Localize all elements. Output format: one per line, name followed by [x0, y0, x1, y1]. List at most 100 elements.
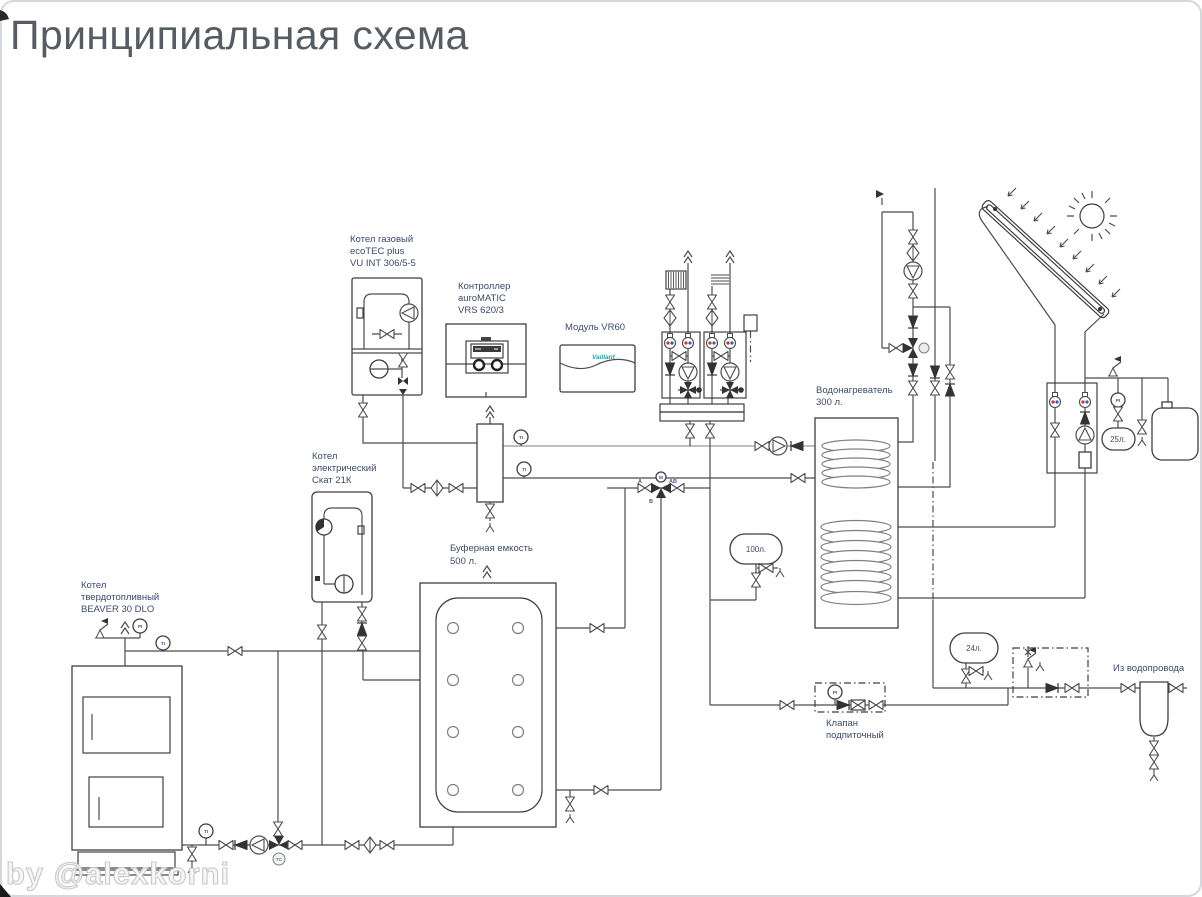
water-heater-label: 300 л. — [816, 397, 843, 408]
filter-icon — [705, 309, 719, 327]
pump-group-box — [703, 331, 747, 399]
solar-pump-station: PI 25л. — [1046, 355, 1199, 474]
valve-icon — [1148, 754, 1160, 770]
sun-rays-arrows — [1007, 187, 1121, 298]
air-vent-arrows-icon — [485, 405, 495, 419]
svg-text:TI: TI — [522, 467, 527, 473]
solid-boiler-door-lower — [88, 776, 164, 828]
valve-icon — [410, 482, 426, 494]
temperature-gauge-icon — [198, 823, 214, 839]
makeup-valve-label: Клапан — [826, 718, 858, 729]
sensor-module-box — [743, 314, 758, 332]
valve-icon — [1168, 682, 1184, 694]
makeup-valve-group: PI Клапан подпиточный — [779, 682, 886, 741]
valve-icon — [907, 380, 919, 396]
valve-icon — [907, 229, 919, 245]
radiator-icon — [665, 270, 687, 290]
controller-label: VRS 620/3 — [458, 305, 504, 316]
valve-icon — [272, 821, 284, 837]
motor-actuator-icon — [655, 471, 667, 483]
controller-tab — [481, 337, 491, 341]
vr60-body — [559, 344, 636, 393]
pipes-right — [710, 188, 1187, 772]
three-way-valve-icon — [269, 836, 289, 850]
expansion-tank-body — [949, 632, 999, 664]
valve-icon — [754, 440, 770, 452]
valve-icon — [790, 472, 806, 484]
valve-icon — [779, 699, 795, 711]
solid-boiler-base — [77, 851, 176, 869]
buffer-tank-inner — [435, 597, 543, 813]
flow-meter-icon — [663, 332, 677, 350]
makeup-valve-border — [814, 682, 886, 713]
manifold-bar — [659, 411, 745, 422]
svg-text:A: A — [638, 479, 642, 485]
mixer-actuator-icon — [738, 387, 744, 393]
check-valve-icon — [706, 362, 718, 376]
mixing-valve-group: M A AB B — [637, 471, 685, 505]
buffer-tank-label: 500 л. — [450, 556, 477, 567]
svg-text:AB: AB — [669, 479, 677, 485]
asterisk-mark — [1024, 646, 1032, 657]
expansion-tank-24: 24л. — [949, 632, 999, 684]
safety-group-border — [1012, 647, 1089, 698]
svg-text:25л.: 25л. — [1110, 435, 1126, 444]
valve-icon — [706, 294, 718, 310]
expansion-tank-25 — [1101, 427, 1136, 451]
electric-boiler-label: Скат 21К — [312, 475, 352, 486]
gas-boiler-sensor — [356, 307, 364, 319]
check-valve-icon — [356, 622, 368, 636]
floor-heating-icon — [711, 274, 729, 285]
dhw-charge-line — [754, 436, 806, 484]
filter-icon — [363, 836, 377, 854]
tank-port — [446, 673, 460, 687]
air-vent-icon — [876, 190, 884, 198]
temperature-gauge-icon — [155, 635, 171, 651]
safety-valve-icon — [94, 617, 109, 639]
controller-label: auroMATIC — [458, 293, 506, 304]
solid-boiler-label: твердотопливный — [81, 592, 159, 603]
pump-icon — [678, 362, 698, 382]
valve-icon — [356, 606, 368, 622]
valve-icon — [589, 622, 605, 634]
vaillant-logo: Vaillant — [592, 354, 616, 361]
vr60-label: Модуль VR60 — [565, 322, 625, 333]
check-valve-icon — [234, 839, 248, 851]
thermostat-head-icon — [918, 342, 930, 354]
air-vent-arrows-icon — [482, 565, 492, 579]
valve-icon — [704, 423, 716, 439]
svg-text:B: B — [649, 499, 653, 505]
mixer-valve-icon — [722, 382, 738, 398]
valve-icon — [564, 796, 576, 812]
solar-panel — [981, 200, 1110, 319]
sun-icon — [1067, 191, 1117, 241]
three-way-valve-icon — [398, 377, 408, 395]
valve-icon — [929, 380, 941, 396]
three-way-valve-icon — [903, 338, 918, 358]
valve-icon — [484, 503, 496, 519]
glycol-canister — [1151, 401, 1199, 461]
page-title: Принципиальная схема — [10, 12, 469, 58]
drain-icon — [775, 567, 785, 578]
electric-boiler-label: электрический — [312, 463, 376, 474]
valve-icon — [1148, 740, 1160, 756]
check-valve-icon — [929, 365, 941, 379]
gas-boiler-label: VU INT 306/5-5 — [350, 258, 416, 269]
tank-port — [446, 621, 460, 635]
check-valve-icon — [907, 363, 919, 377]
check-valve-icon — [664, 362, 676, 376]
valve-icon — [448, 482, 464, 494]
valve-icon — [344, 839, 360, 851]
svg-text:PI: PI — [138, 624, 143, 630]
check-filter-icon — [906, 244, 920, 262]
heat-exchanger-coil-lower — [820, 519, 892, 606]
controller-display-band — [473, 346, 501, 352]
drain-icon — [983, 670, 993, 681]
separator-body — [476, 423, 504, 503]
check-valve-icon — [836, 699, 850, 711]
corner-artifact — [0, 884, 11, 897]
valve-icon — [1112, 406, 1124, 422]
mixer-valve-icon — [680, 382, 696, 398]
valve-icon — [944, 364, 956, 380]
check-valve-icon — [1079, 411, 1091, 425]
